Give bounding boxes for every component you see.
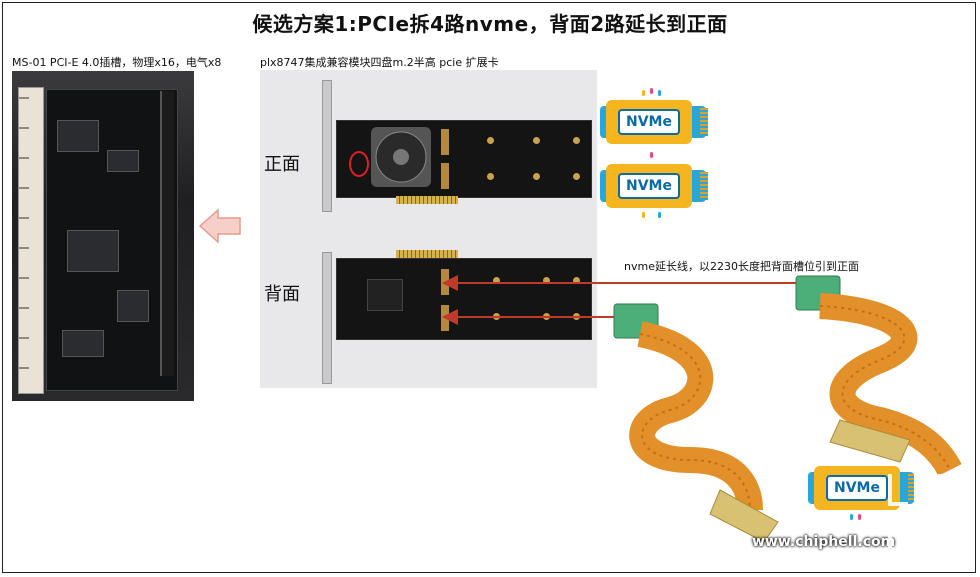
diagram-title: 候选方案1:PCIe拆4路nvme，背面2路延长到正面 <box>252 12 728 36</box>
ms01-slot-caption: MS-01 PCI-E 4.0插槽，物理x16，电气x8 <box>12 56 222 69</box>
ms01-board-photo <box>12 71 194 401</box>
extension-cable-2 <box>795 275 962 477</box>
watermark-url: www.chiphell.com <box>752 534 896 550</box>
left-arrow-icon <box>198 208 241 244</box>
card-front-pcb <box>336 120 592 198</box>
cooling-fan-icon <box>371 127 431 187</box>
expansion-card-photo: 正面 背面 <box>260 70 597 388</box>
ruler <box>18 87 44 394</box>
extension-cable-1 <box>613 303 779 543</box>
front-label: 正面 <box>264 154 300 175</box>
extension-cable-caption: nvme延长线，以2230长度把背面槽位引到正面 <box>624 260 859 273</box>
card-back-pcb <box>336 258 592 340</box>
chiphell-logo-watermark <box>888 474 964 550</box>
highlight-circle <box>349 151 369 177</box>
expansion-card-caption: plx8747集成兼容模块四盘m.2半高 pcie 扩展卡 <box>260 56 499 69</box>
back-label: 背面 <box>264 284 300 305</box>
